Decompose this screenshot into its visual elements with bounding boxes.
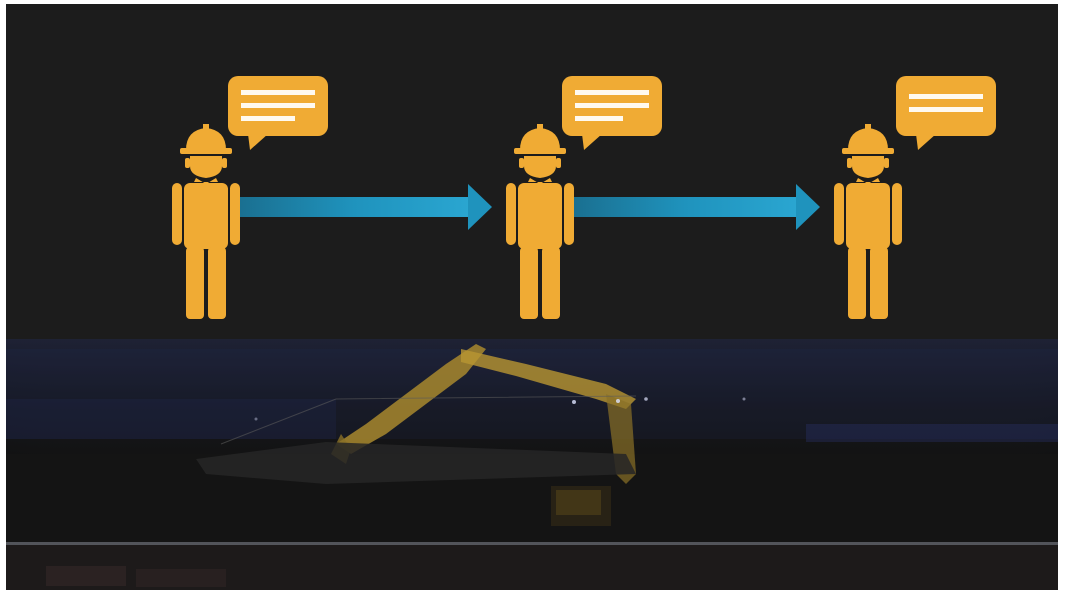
diagram-frame: [6, 4, 1058, 590]
diagram-canvas: [6, 4, 1058, 590]
